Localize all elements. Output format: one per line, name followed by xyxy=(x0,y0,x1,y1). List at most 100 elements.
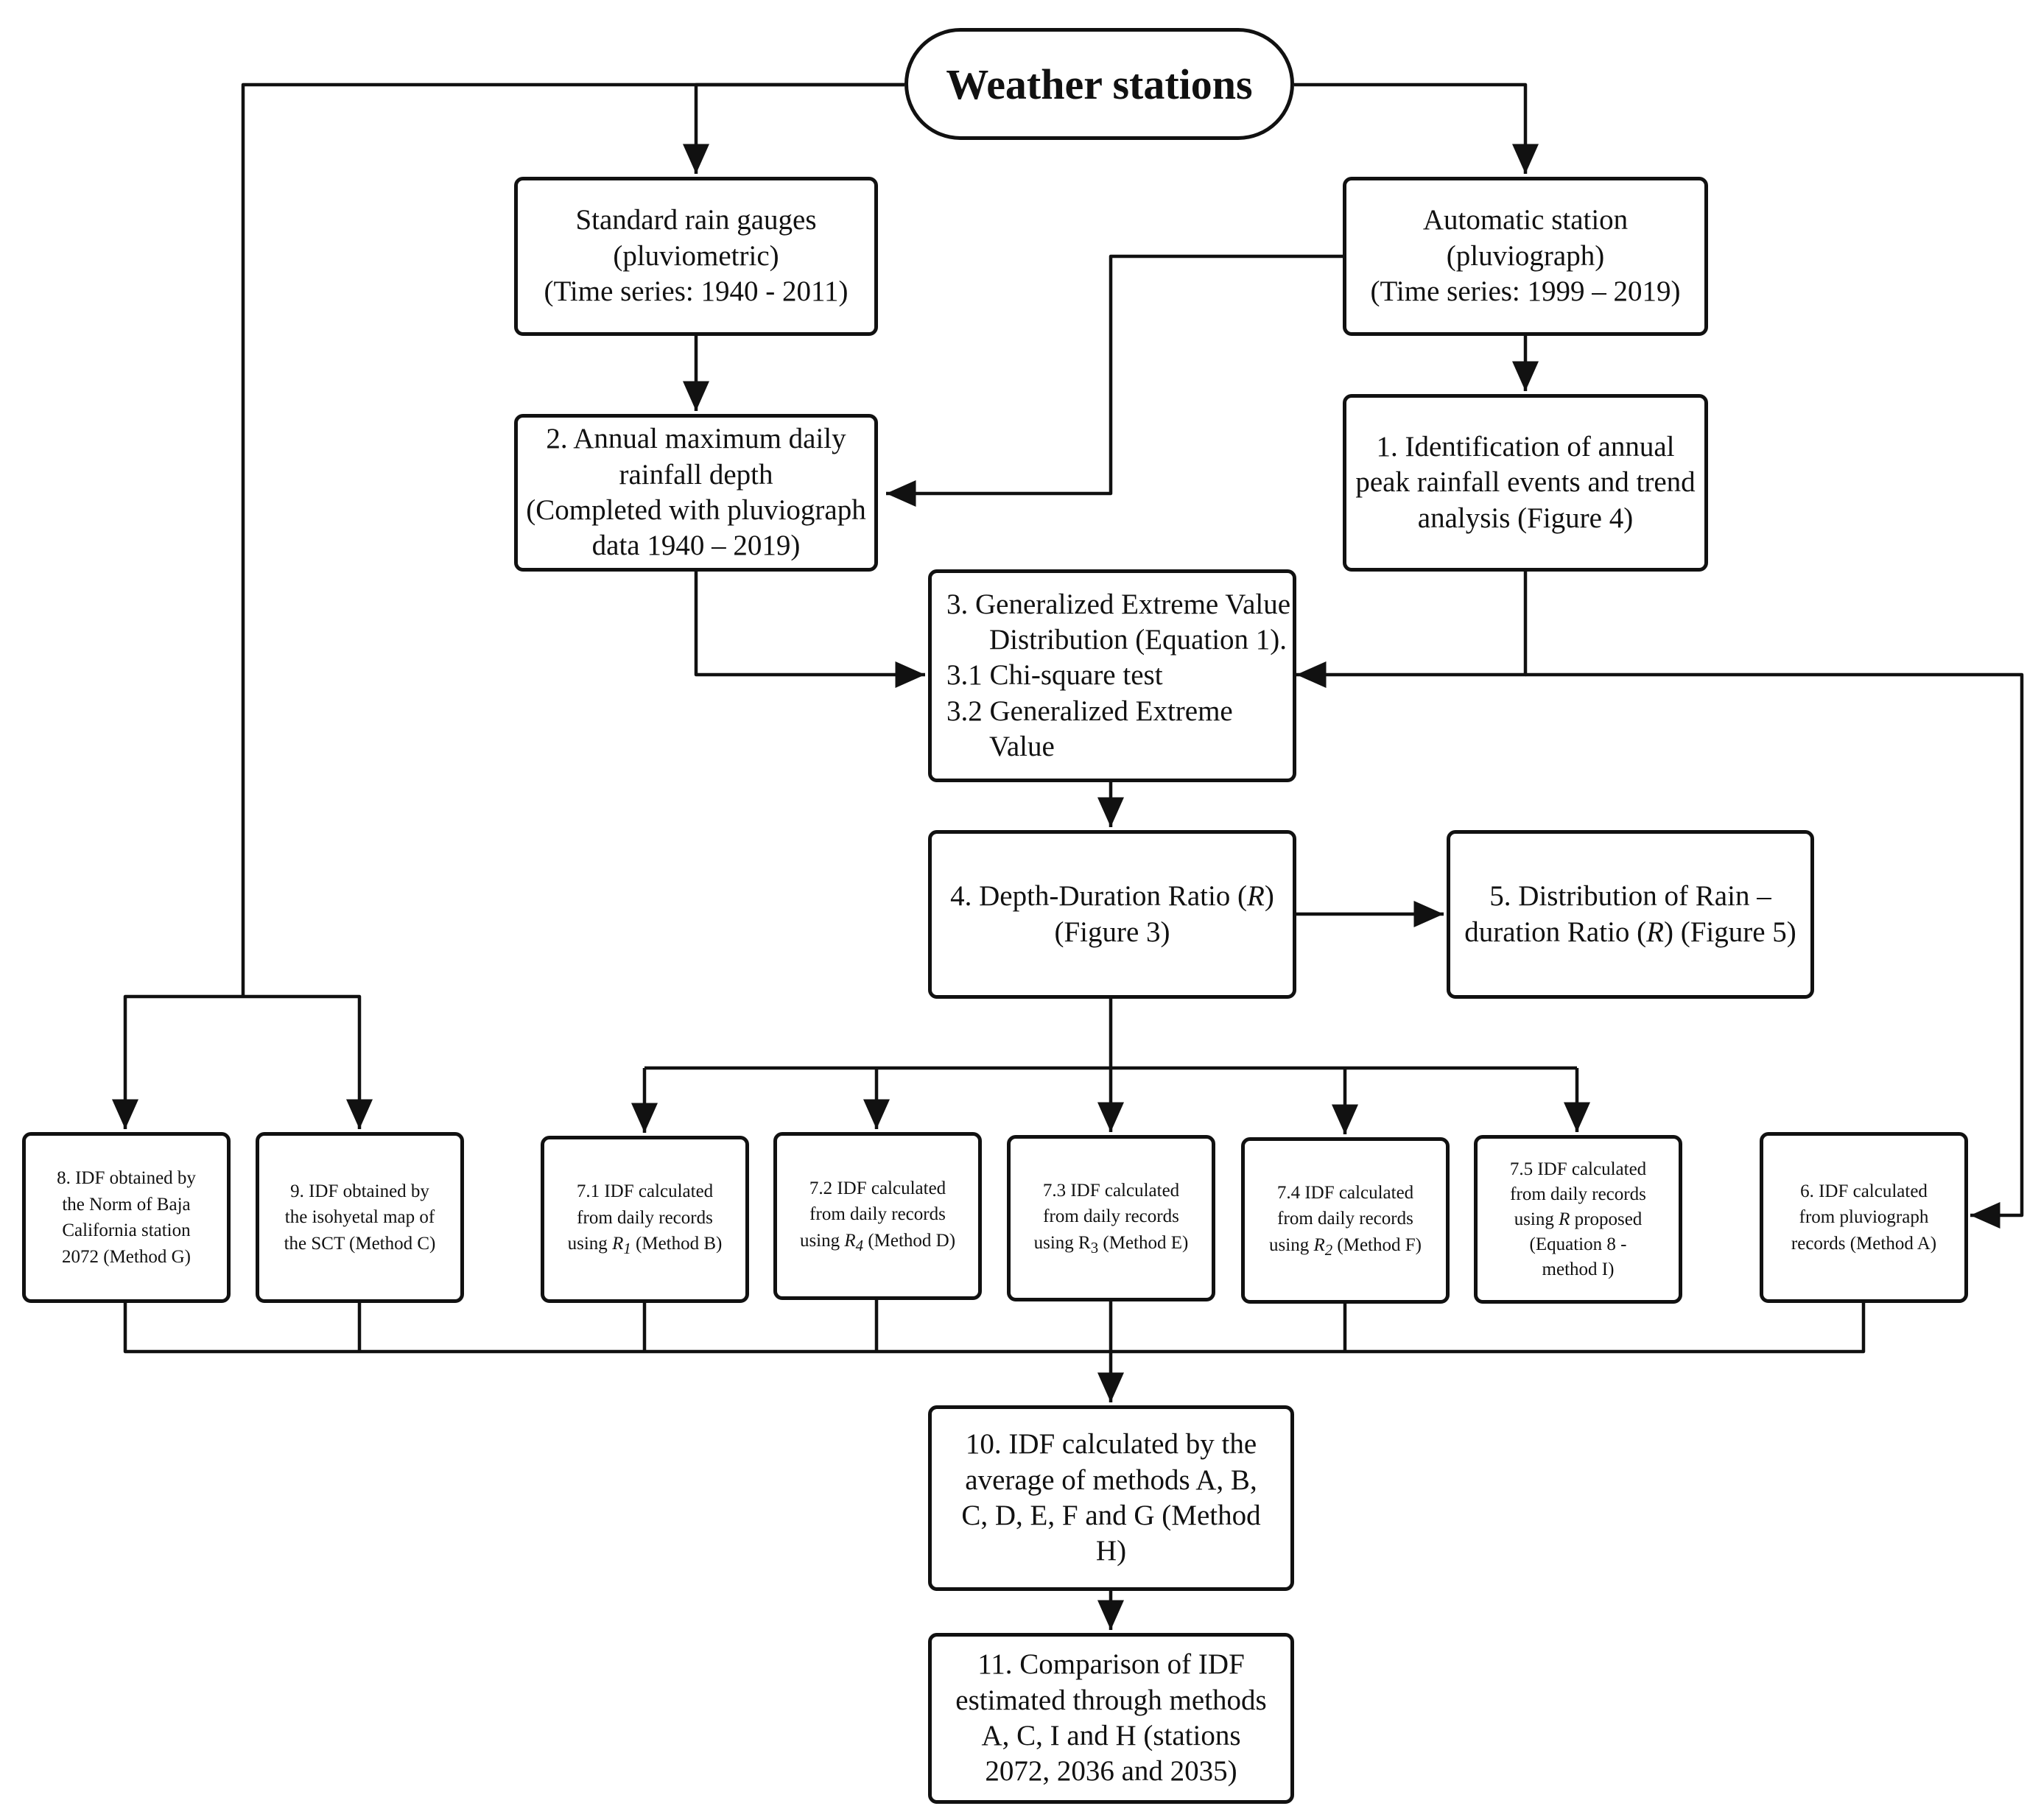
node-text: (pluviograph) xyxy=(1446,239,1605,272)
node-text: California station xyxy=(62,1220,191,1240)
node-text: 7.3 IDF calculated xyxy=(1042,1180,1180,1201)
node-text: proposed xyxy=(1570,1209,1643,1229)
node-text: 9. IDF obtained by xyxy=(290,1181,429,1201)
node-text: estimated through methods xyxy=(955,1684,1267,1716)
node-text: using xyxy=(1269,1234,1314,1255)
node-text: from daily records xyxy=(1510,1184,1646,1204)
node-text: using xyxy=(1514,1209,1559,1229)
node-text: (Equation 8 - xyxy=(1529,1234,1627,1254)
step-6-idf-pluviograph-node: 6. IDF calculated from pluviograph recor… xyxy=(1760,1132,1968,1303)
step-3-gev-node: 3. Generalized Extreme Value Distributio… xyxy=(928,569,1296,782)
node-text: from daily records xyxy=(577,1207,713,1228)
node-text: 7.2 IDF calculated xyxy=(809,1178,946,1198)
node-text-line-3: using R3 (Method E) xyxy=(1034,1230,1189,1259)
standard-rain-gauges-node: Standard rain gauges (pluviometric) (Tim… xyxy=(514,177,878,336)
step-5-distribution-node: 5. Distribution of Rain – duration Ratio… xyxy=(1447,830,1814,999)
node-text: Distribution (Equation 1). xyxy=(989,623,1288,656)
node-text: R xyxy=(1559,1209,1570,1229)
node-text: 2 xyxy=(1324,1240,1333,1259)
connector-automatic-to-2 xyxy=(886,254,1343,507)
node-text-line-1: 4. Depth-Duration Ratio (R) xyxy=(950,879,1274,914)
node-text: 4. Depth-Duration Ratio ( xyxy=(950,880,1248,913)
node-text: 2. Annual maximum daily xyxy=(546,423,846,455)
node-text: from daily records xyxy=(809,1204,946,1225)
node-text: from daily records xyxy=(1277,1209,1413,1229)
node-text: 1. Identification of annual xyxy=(1376,430,1675,463)
node-text: R xyxy=(1247,880,1265,913)
node-text: Standard rain gauges xyxy=(575,204,817,236)
connector-weather-to-standard xyxy=(683,82,904,174)
node-text: 2072 (Method G) xyxy=(62,1246,191,1267)
step-7-5-idf-node: 7.5 IDF calculated from daily records us… xyxy=(1474,1135,1682,1304)
node-text: 5. Distribution of Rain – xyxy=(1489,880,1771,913)
step-7-2-idf-node: 7.2 IDF calculated from daily records us… xyxy=(773,1132,982,1300)
step-4-depth-duration-node: 4. Depth-Duration Ratio (R) (Figure 3) xyxy=(928,830,1296,999)
connector-left-to-8 xyxy=(112,994,243,1129)
node-text: method I) xyxy=(1542,1259,1615,1279)
node-text: (Time series: 1999 – 2019) xyxy=(1370,275,1681,308)
connector-1-to-3 xyxy=(1296,572,1528,688)
node-text: 8. IDF obtained by xyxy=(57,1168,196,1188)
node-text: from pluviograph xyxy=(1799,1207,1929,1228)
node-text: using xyxy=(799,1230,845,1251)
step-9-idf-isohyetal-node: 9. IDF obtained by the isohyetal map of … xyxy=(256,1132,464,1303)
node-text-line-3: using R4 (Method D) xyxy=(800,1228,955,1257)
node-text: (Time series: 1940 - 2011) xyxy=(544,275,849,308)
connector-weather-to-left-trunk xyxy=(241,82,904,997)
weather-stations-title: Weather stations xyxy=(946,60,1253,108)
node-text: data 1940 – 2019) xyxy=(591,530,801,562)
step-11-comparison-node: 11. Comparison of IDF estimated through … xyxy=(928,1633,1294,1804)
step-7-1-idf-node: 7.1 IDF calculated from daily records us… xyxy=(541,1136,749,1303)
node-text: the isohyetal map of xyxy=(284,1207,435,1228)
node-text: analysis (Figure 4) xyxy=(1417,502,1634,534)
step-2-annual-maximum-node: 2. Annual maximum daily rainfall depth (… xyxy=(514,414,878,572)
node-text: the SCT (Method C) xyxy=(284,1233,436,1254)
node-text: 3. Generalized Extreme Value xyxy=(946,588,1291,620)
connector-2-to-3 xyxy=(694,572,925,688)
connector-weather-to-automatic xyxy=(1294,82,1539,174)
connector-left-to-9 xyxy=(243,994,373,1129)
step-8-idf-norm-node: 8. IDF obtained by the Norm of Baja Cali… xyxy=(22,1132,231,1303)
node-text: 6. IDF calculated xyxy=(1800,1181,1928,1201)
node-text: using R xyxy=(1033,1232,1091,1253)
node-text: (Method D) xyxy=(863,1230,956,1251)
node-text: R xyxy=(844,1230,856,1251)
node-text: 7.1 IDF calculated xyxy=(576,1181,714,1202)
node-text: R xyxy=(1646,916,1664,948)
node-text: duration Ratio ( xyxy=(1464,916,1647,948)
node-text: peak rainfall events and trend xyxy=(1355,466,1696,499)
node-text: 10. IDF calculated by the xyxy=(965,1428,1257,1461)
node-text: 3.1 Chi-square test xyxy=(946,659,1163,692)
node-text: (Figure 3) xyxy=(1054,916,1170,948)
node-text: (Method B) xyxy=(630,1234,723,1254)
node-text: 3.2 Generalized Extreme xyxy=(946,695,1233,727)
node-text: (Method F) xyxy=(1332,1234,1422,1255)
node-text: 7.4 IDF calculated xyxy=(1276,1182,1414,1203)
node-text: C, D, E, F and G (Method xyxy=(961,1500,1261,1531)
node-text: ) xyxy=(1264,880,1274,913)
node-text: ) (Figure 5) xyxy=(1663,916,1796,948)
node-text: (Method E) xyxy=(1098,1232,1189,1253)
node-text-line-3: using R proposed xyxy=(1514,1207,1643,1232)
node-text: 3 xyxy=(1090,1238,1099,1257)
node-text: the Norm of Baja xyxy=(62,1194,191,1215)
step-1-identification-node: 1. Identification of annual peak rainfal… xyxy=(1343,394,1708,572)
step-7-4-idf-node: 7.4 IDF calculated from daily records us… xyxy=(1241,1137,1450,1304)
node-text: Automatic station xyxy=(1422,204,1629,236)
node-text: rainfall depth xyxy=(619,458,773,491)
step-10-idf-average-node: 10. IDF calculated by the average of met… xyxy=(928,1405,1294,1591)
node-text: Value xyxy=(989,731,1055,763)
node-text-line-3: using R2 (Method F) xyxy=(1269,1232,1422,1262)
node-text: 1 xyxy=(623,1240,631,1258)
node-text: A, C, I and H (stations xyxy=(981,1720,1241,1752)
node-text: R xyxy=(612,1234,624,1254)
node-text: records (Method A) xyxy=(1791,1233,1937,1254)
connector-1-to-6 xyxy=(1525,672,2024,1229)
node-text: 11. Comparison of IDF xyxy=(977,1648,1245,1681)
node-text: (Completed with pluviograph xyxy=(526,494,866,526)
node-text: 7.5 IDF calculated xyxy=(1509,1159,1647,1179)
node-text: average of methods A, B, xyxy=(965,1464,1257,1496)
node-text: from daily records xyxy=(1043,1206,1179,1227)
node-text: R xyxy=(1313,1234,1325,1255)
